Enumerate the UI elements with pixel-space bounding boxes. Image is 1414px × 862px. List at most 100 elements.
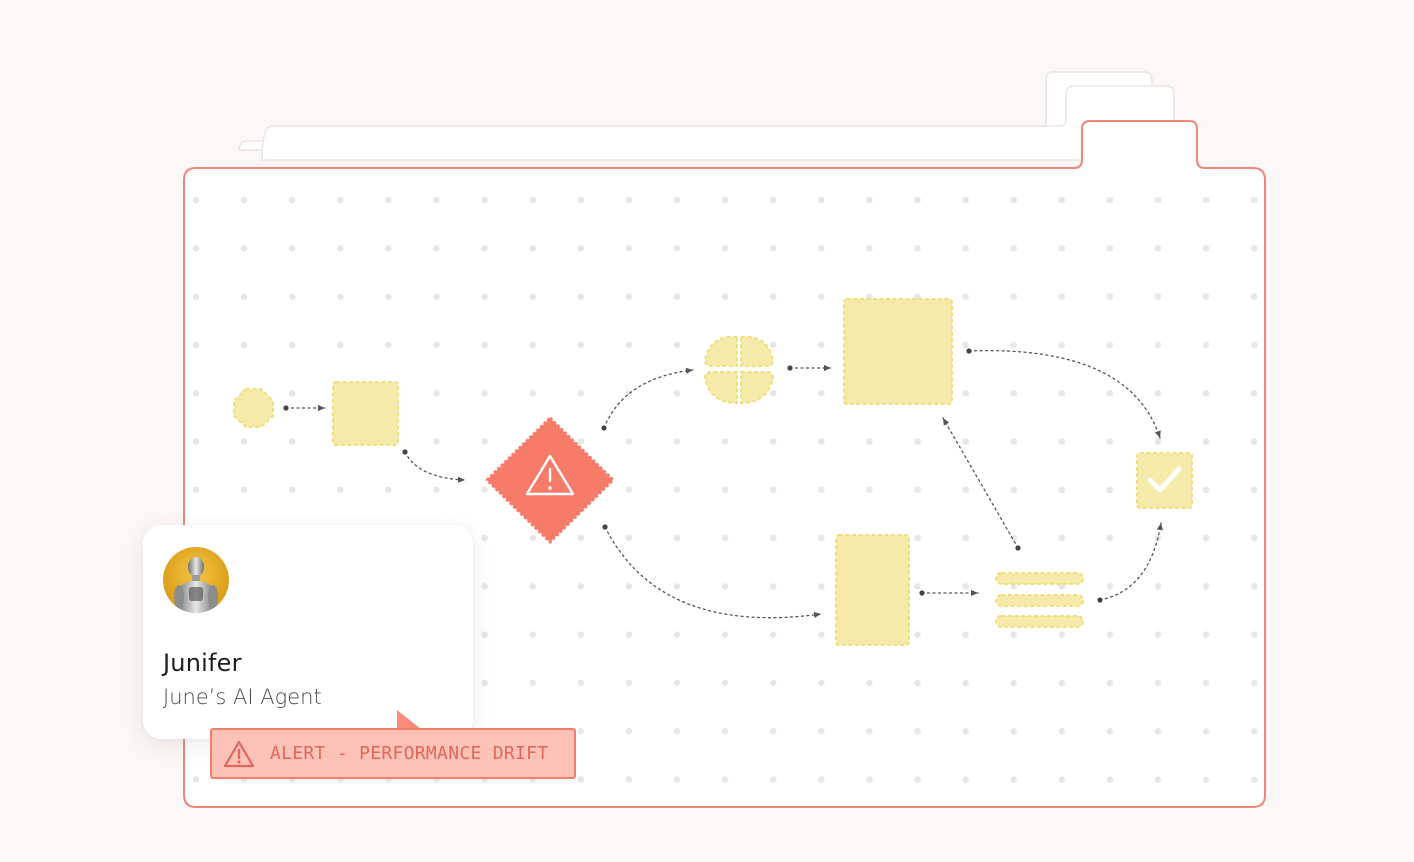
grid-dot [1154, 631, 1162, 638]
grid-dot [962, 486, 969, 494]
grid-dot [1250, 389, 1258, 397]
grid-dot [721, 196, 729, 204]
grid-dot [769, 776, 777, 783]
alert-pointer [397, 710, 421, 729]
grid-dot [721, 245, 729, 252]
robot-avatar [163, 547, 229, 613]
grid-dot [914, 486, 921, 494]
grid-dot [1106, 728, 1114, 735]
grid-dot [337, 341, 344, 349]
grid-dot [577, 728, 585, 735]
grid-dot [1154, 245, 1162, 252]
grid-dot [288, 438, 296, 445]
grid-dot [192, 196, 200, 204]
grid-dot [721, 293, 729, 300]
grid-dot [529, 196, 536, 204]
grid-dot [818, 583, 825, 590]
grid-dot [529, 341, 536, 349]
grid-dot [577, 196, 585, 204]
grid-dot [1106, 631, 1114, 638]
start-node[interactable] [233, 388, 274, 428]
grid-dot [625, 486, 633, 494]
grid-dot [673, 534, 681, 542]
grid-dot [1106, 293, 1114, 300]
alert-decision-node[interactable] [485, 416, 615, 544]
grid-dot [769, 583, 777, 590]
grid-dot [288, 245, 296, 252]
grid-dot [1010, 534, 1017, 542]
grid-dot [914, 679, 921, 687]
grid-dot [481, 438, 488, 445]
edge-endpoints [283, 348, 1103, 603]
grid-dot [914, 438, 921, 445]
grid-dot [1010, 438, 1017, 445]
folder-stack [238, 71, 1175, 161]
grid-dot [1202, 776, 1210, 783]
grid-dot [673, 245, 681, 252]
grid-dot [818, 776, 825, 783]
grid-dot [481, 679, 488, 687]
grid-dot [1106, 196, 1114, 204]
grid-dot [625, 341, 633, 349]
grid-dot [1058, 196, 1066, 204]
grid-dot [914, 196, 921, 204]
grid-dot [577, 631, 585, 638]
complete-node[interactable] [1136, 452, 1193, 509]
grid-dot [769, 486, 777, 494]
task-node-tall[interactable] [835, 534, 910, 646]
alert-badge[interactable]: ALERT - PERFORMANCE DRIFT [210, 728, 576, 779]
agent-role: June’s AI Agent [163, 685, 322, 709]
grid-dot [577, 679, 585, 687]
grid-dot [721, 776, 729, 783]
warning-triangle-icon [525, 454, 575, 496]
grid-dot [1154, 728, 1162, 735]
workflow-edges [285, 349, 1163, 619]
task-node-large[interactable] [843, 298, 953, 405]
grid-dot [337, 245, 344, 252]
grid-dot [625, 245, 633, 252]
grid-dot [1106, 534, 1114, 542]
grid-dot [529, 245, 536, 252]
grid-dot [481, 196, 488, 204]
grid-dot [240, 293, 248, 300]
grid-dot [673, 438, 681, 445]
grid-dot [962, 438, 969, 445]
grid-dot [818, 245, 825, 252]
grid-dot [1250, 341, 1258, 349]
grid-dot [240, 341, 248, 349]
grid-dot [721, 728, 729, 735]
warning-triangle-icon [223, 740, 255, 767]
grid-dot [529, 631, 536, 638]
grid-dot [962, 341, 969, 349]
grid-dot [673, 341, 681, 349]
grid-dot [769, 534, 777, 542]
grid-dot [625, 196, 633, 204]
grid-dot [1010, 776, 1017, 783]
grid-dot [962, 534, 969, 542]
grid-dot [240, 486, 248, 494]
grid-dot [385, 245, 392, 252]
grid-dot [1250, 728, 1258, 735]
grid-dot [1058, 245, 1066, 252]
grid-dot [577, 438, 585, 445]
grid-dot [1010, 293, 1017, 300]
grid-dot [769, 728, 777, 735]
agent-card[interactable]: Junifer June’s AI Agent [143, 525, 473, 739]
grid-dot [1058, 728, 1066, 735]
grid-dot [625, 293, 633, 300]
grid-dot [192, 438, 200, 445]
grid-dot [962, 631, 969, 638]
list-node[interactable] [995, 572, 1084, 628]
grid-dot [1202, 486, 1210, 494]
grid-dot [1202, 341, 1210, 349]
grid-dot [433, 196, 440, 204]
grid-dot [1010, 245, 1017, 252]
task-node-1[interactable] [332, 381, 399, 446]
grid-dot [673, 679, 681, 687]
grid-dot [337, 486, 344, 494]
grid-dot [1058, 631, 1066, 638]
grid-dot [962, 679, 969, 687]
ai-model-node[interactable] [703, 335, 775, 405]
grid-dot [1058, 776, 1066, 783]
grid-dot [1154, 341, 1162, 349]
